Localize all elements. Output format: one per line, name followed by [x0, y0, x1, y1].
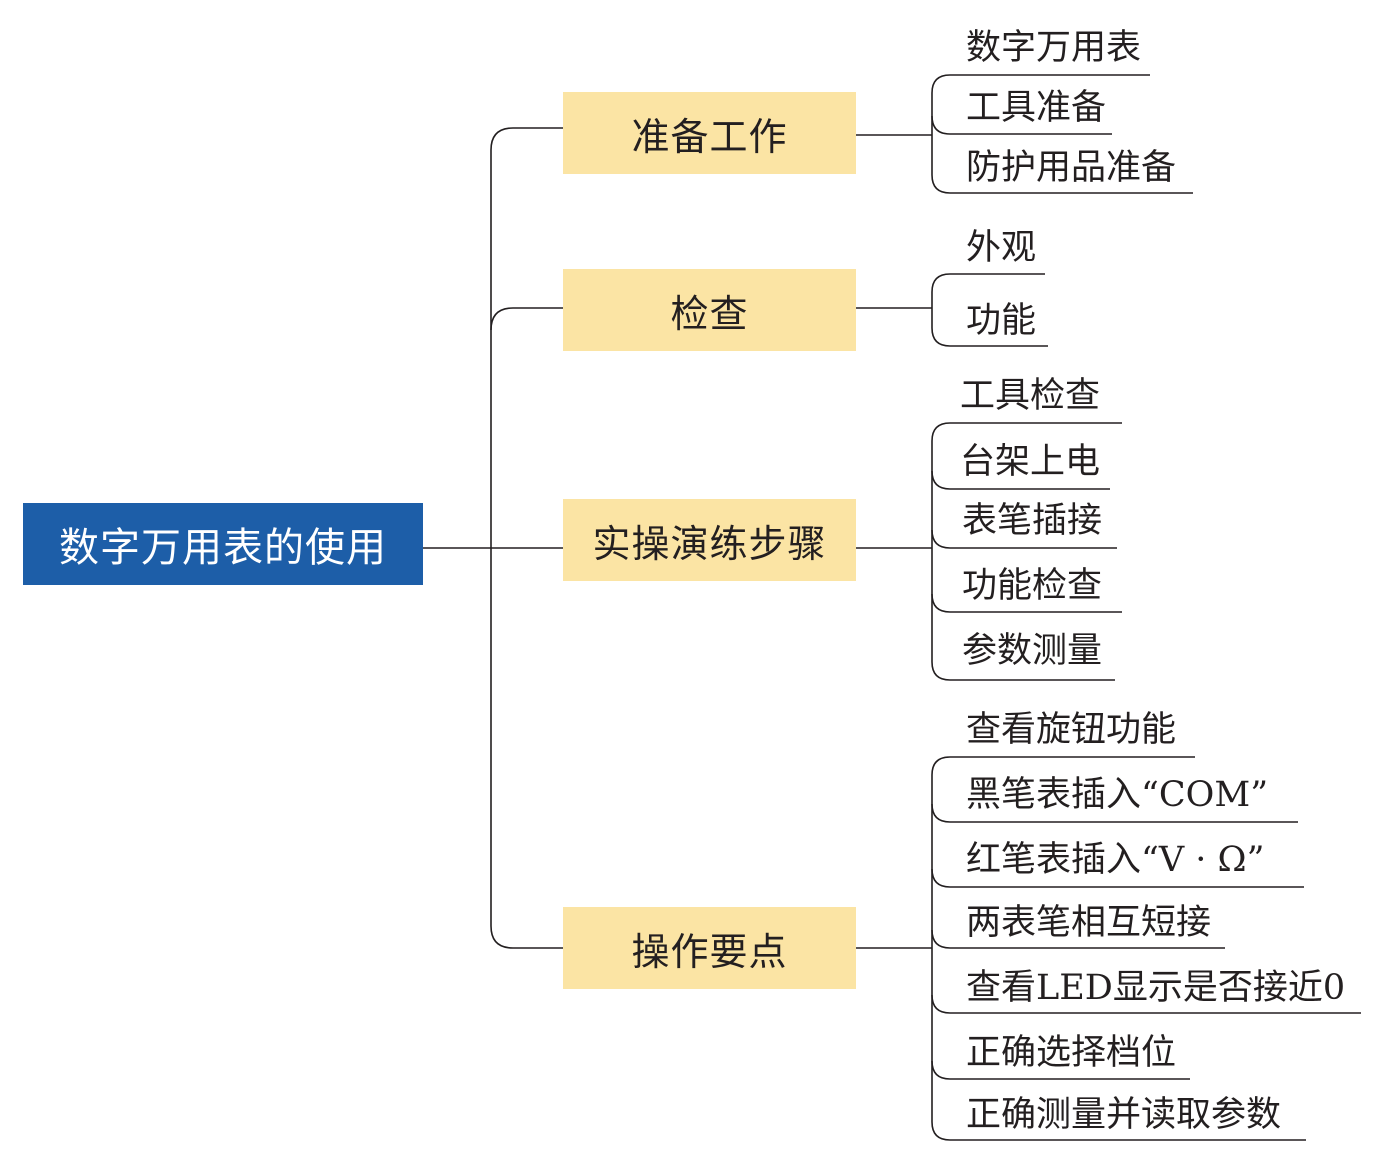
leaf-item: 外观 — [966, 228, 1037, 268]
leaf-item: 正确测量并读取参数 — [966, 1095, 1282, 1135]
leaf-item: 功能 — [966, 301, 1037, 341]
branch-node-practice-steps: 实操演练步骤 — [563, 499, 856, 581]
leaf-item: 功能检查 — [962, 566, 1103, 606]
leaf-item: 黑笔表插入“COM” — [966, 775, 1269, 815]
root-node: 数字万用表的使用 — [23, 503, 423, 585]
leaf-item: 工具准备 — [966, 88, 1107, 128]
leaf-item: 正确选择档位 — [966, 1033, 1177, 1073]
branch-node-inspection: 检查 — [563, 269, 856, 351]
leaf-item: 两表笔相互短接 — [966, 903, 1212, 943]
branch-node-preparation: 准备工作 — [563, 92, 856, 174]
leaf-item: 台架上电 — [960, 442, 1101, 482]
leaf-item: 防护用品准备 — [966, 148, 1177, 188]
leaf-item: 红笔表插入“V · Ω” — [966, 840, 1265, 880]
leaf-item: 工具检查 — [960, 376, 1101, 416]
leaf-item: 数字万用表 — [966, 28, 1142, 68]
branch-node-key-points: 操作要点 — [563, 907, 856, 989]
leaf-item: 查看LED显示是否接近0 — [966, 968, 1346, 1008]
leaf-item: 表笔插接 — [962, 501, 1103, 541]
leaf-item: 参数测量 — [962, 631, 1103, 671]
leaf-item: 查看旋钮功能 — [966, 710, 1177, 750]
